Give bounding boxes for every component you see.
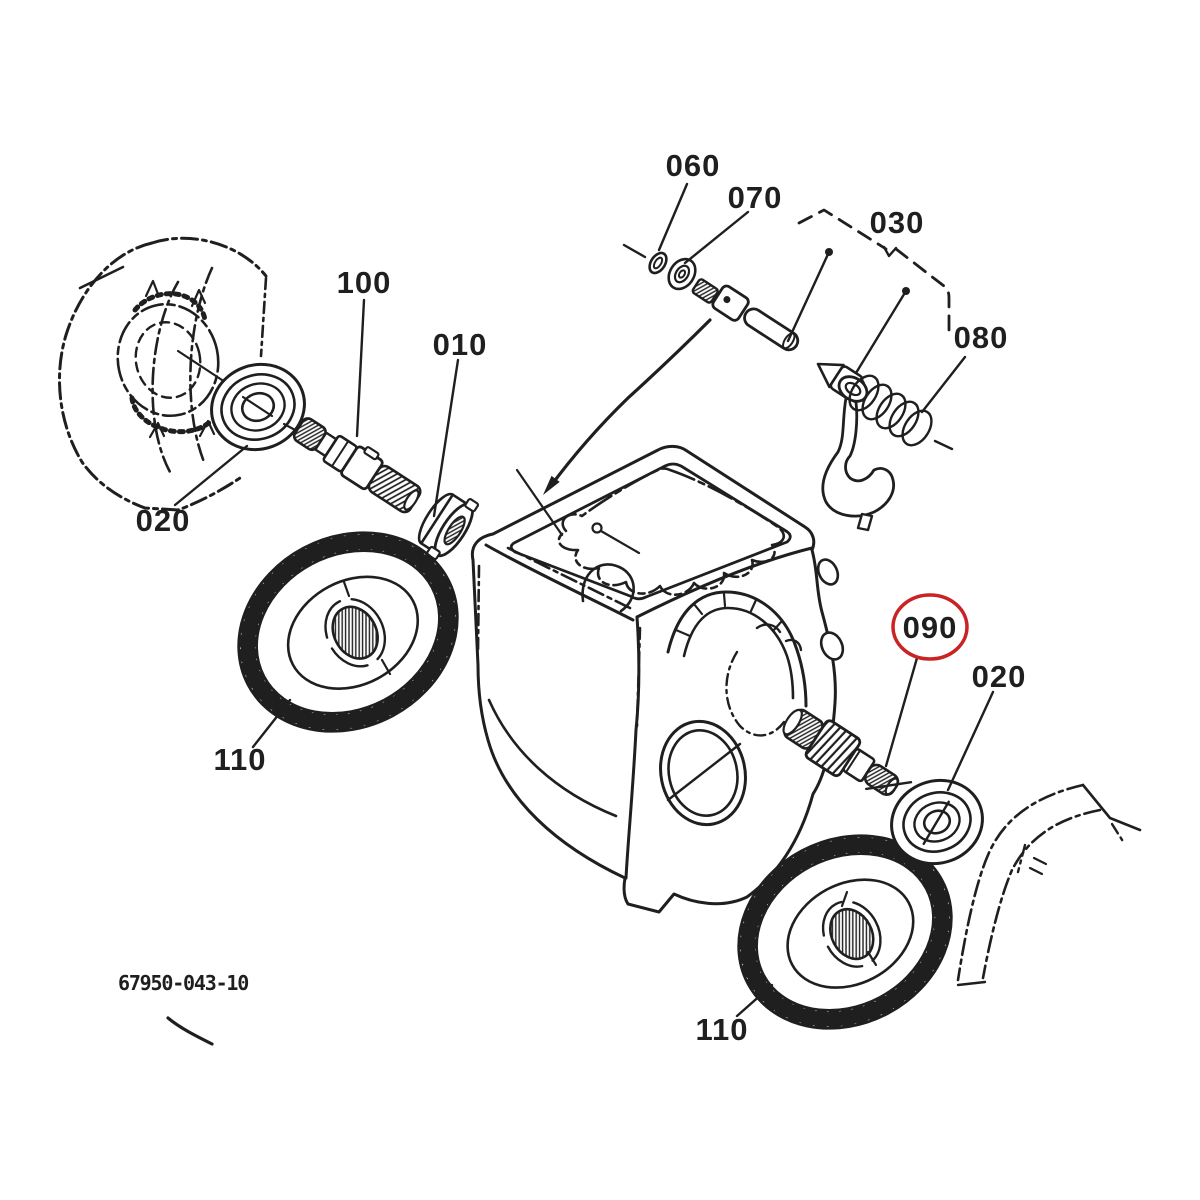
case-arch-opening xyxy=(666,590,808,737)
case-front-bore xyxy=(659,719,747,827)
threaded-stub xyxy=(691,278,719,304)
keyway xyxy=(363,446,380,461)
leader-090 xyxy=(884,656,919,768)
callout-090[interactable]: 090 xyxy=(903,610,958,645)
callout-110-left[interactable]: 110 xyxy=(213,742,266,777)
case-boss xyxy=(816,558,840,586)
callout-030[interactable]: 030 xyxy=(870,205,925,240)
callout-060[interactable]: 060 xyxy=(666,148,721,183)
gear-face-tick xyxy=(380,658,392,676)
callout-070[interactable]: 070 xyxy=(728,180,783,215)
gear-110-left xyxy=(237,531,459,733)
clutch-housing-left xyxy=(57,236,268,512)
spring-080 xyxy=(848,374,954,451)
leader-100 xyxy=(355,298,366,438)
splined-bore xyxy=(443,515,466,546)
callouts: 060 070 030 080 100 010 020 110 090 020 … xyxy=(136,148,1027,1047)
rod-clevis xyxy=(711,284,750,322)
leader-020-right xyxy=(946,690,995,792)
rear-housing-right xyxy=(956,783,1142,987)
callout-100[interactable]: 100 xyxy=(337,265,392,300)
leader-010 xyxy=(432,358,460,518)
seal-washer-070 xyxy=(667,257,697,291)
gear-face-tick xyxy=(840,890,849,908)
leader-110-bottom xyxy=(735,983,774,1018)
highlight-circle-090 xyxy=(891,593,969,661)
leader-080 xyxy=(920,355,967,414)
callout-010[interactable]: 010 xyxy=(433,327,488,362)
leader-lines xyxy=(173,182,995,1018)
leader-110-left xyxy=(251,698,292,749)
shift-fork xyxy=(821,375,896,532)
o-ring-060 xyxy=(648,251,668,275)
gear-teeth xyxy=(239,533,457,731)
bearing-020-right xyxy=(890,778,984,866)
coupling-010 xyxy=(417,492,480,561)
shaft-090 xyxy=(782,708,913,796)
leader-020-left xyxy=(173,444,249,507)
gear-face-tick xyxy=(866,950,878,967)
transmission-case xyxy=(470,444,845,914)
shift-rod xyxy=(743,307,800,352)
gear-face-tick xyxy=(342,580,351,598)
shaft-100 xyxy=(292,417,422,514)
callout-020-right[interactable]: 020 xyxy=(972,659,1027,694)
shift-rod-assembly xyxy=(622,243,800,352)
axis-centerline-left xyxy=(176,349,299,433)
gear-teeth xyxy=(739,836,951,1028)
leader-060 xyxy=(657,182,689,252)
gear-110-bottom xyxy=(737,834,953,1030)
drawing-number: 67950-043-10 xyxy=(118,971,248,995)
splined-hub-bore xyxy=(828,907,875,961)
splined-hub-bore xyxy=(331,605,379,660)
callout-020-left[interactable]: 020 xyxy=(136,503,191,538)
leader-070 xyxy=(683,210,750,265)
case-boss xyxy=(819,631,845,661)
stray-mark xyxy=(166,1016,214,1046)
gasket-outline xyxy=(557,467,785,596)
shift-rod-bore-hole xyxy=(591,522,603,534)
callout-090-group[interactable]: 090 xyxy=(891,593,969,661)
callout-080[interactable]: 080 xyxy=(954,320,1009,355)
detent-and-fork-assembly xyxy=(816,362,954,532)
assembly-direction-arrow xyxy=(543,318,712,495)
callout-110-bottom[interactable]: 110 xyxy=(695,1012,748,1047)
bracket-030 xyxy=(786,208,951,375)
